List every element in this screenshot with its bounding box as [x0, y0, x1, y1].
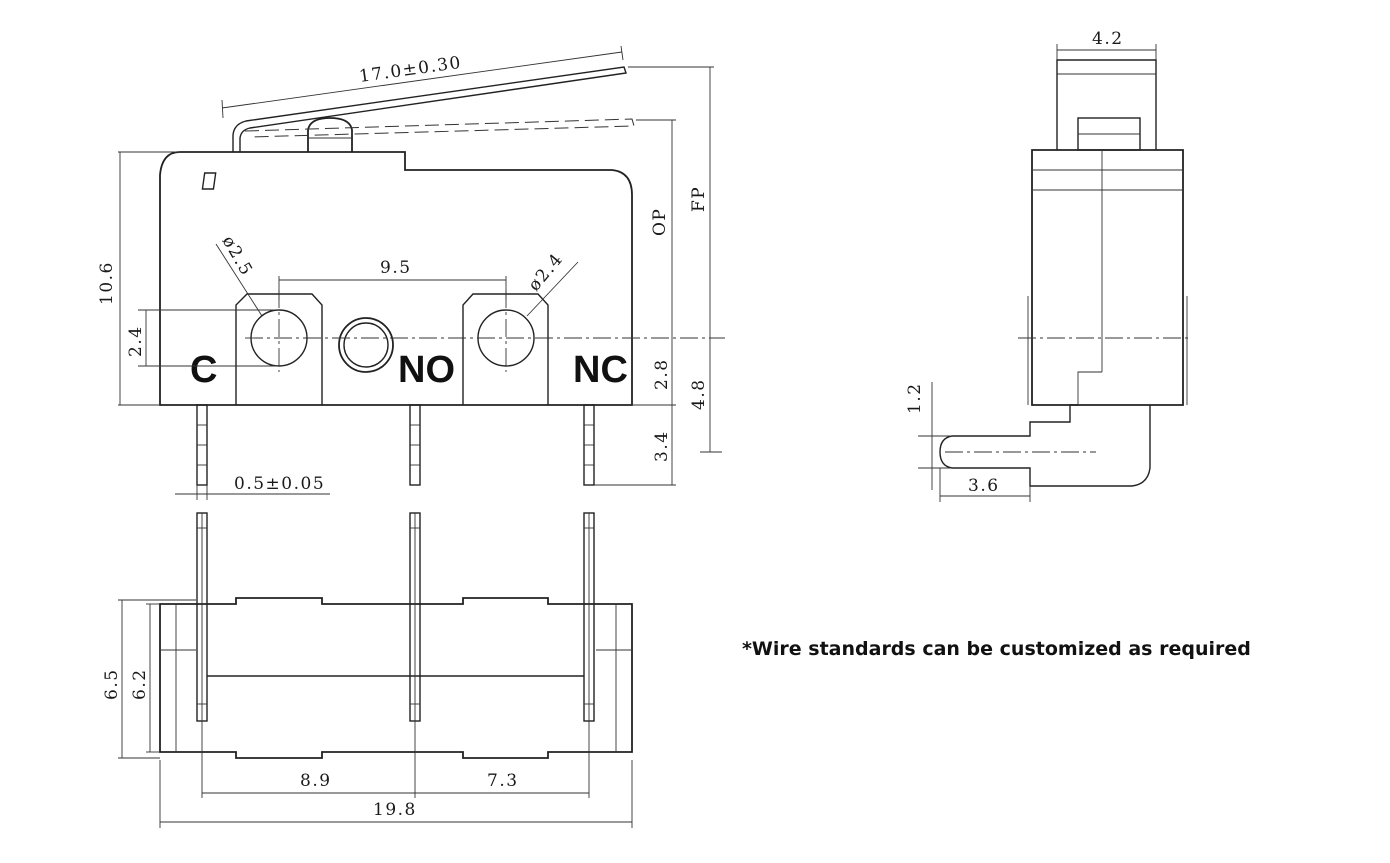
wire-standards-note: *Wire standards can be customized as req… [742, 638, 1251, 660]
dim-op: OP [650, 208, 670, 236]
lever [232, 66, 627, 152]
side-lever-tip [1056, 59, 1157, 150]
dim-pin-thickness: 0.5±0.05 [234, 474, 325, 494]
dim-pitch-c-no: 8.9 [300, 771, 332, 791]
dim-hole-nc-dia: ø2.4 [525, 249, 568, 295]
terminal-pad-nc [462, 293, 549, 405]
front-pins [196, 404, 595, 486]
body-marking [201, 172, 217, 190]
dim-offset: 1.2 [905, 382, 925, 414]
dim-hole-to-pin: 4.8 [689, 378, 709, 410]
dim-fp: FP [689, 186, 709, 212]
dim-hole-height: 2.4 [126, 325, 146, 357]
dim-height: 10.6 [97, 261, 117, 305]
dim-length: 19.8 [373, 800, 417, 820]
bottom-body-outline [159, 597, 633, 759]
dim-hole-to-bottom: 2.8 [652, 358, 672, 390]
hole-no [338, 317, 394, 373]
dim-width-outer: 6.5 [102, 668, 122, 700]
side-bent-terminal [939, 404, 1151, 487]
bottom-view: 6.5 6.2 8.9 7.3 19.8 [102, 512, 633, 828]
side-view: 4.2 1.2 3.6 [905, 29, 1192, 502]
switch-body-outline [159, 151, 633, 406]
side-body-outline [1031, 149, 1184, 406]
actuator-button [307, 117, 353, 152]
terminal-label-no: NO [398, 349, 455, 391]
dim-pitch-no-nc: 7.3 [487, 771, 519, 791]
bottom-pins [196, 512, 595, 722]
dim-pin-offset: 3.6 [968, 476, 1000, 496]
dim-pin-length: 3.4 [652, 430, 672, 462]
terminal-label-nc: NC [573, 349, 628, 391]
front-view: C NO NC 17.0±0.30 10.6 2.4 9.5 ø2.5 ø2.4… [97, 45, 725, 500]
dim-width-inner: 6.2 [130, 668, 150, 700]
terminal-label-c: C [190, 349, 217, 391]
dim-hole-pitch: 9.5 [380, 258, 412, 278]
dim-lever-width: 4.2 [1092, 29, 1124, 49]
terminal-pad-c [235, 293, 323, 405]
lever-operated [244, 118, 635, 138]
